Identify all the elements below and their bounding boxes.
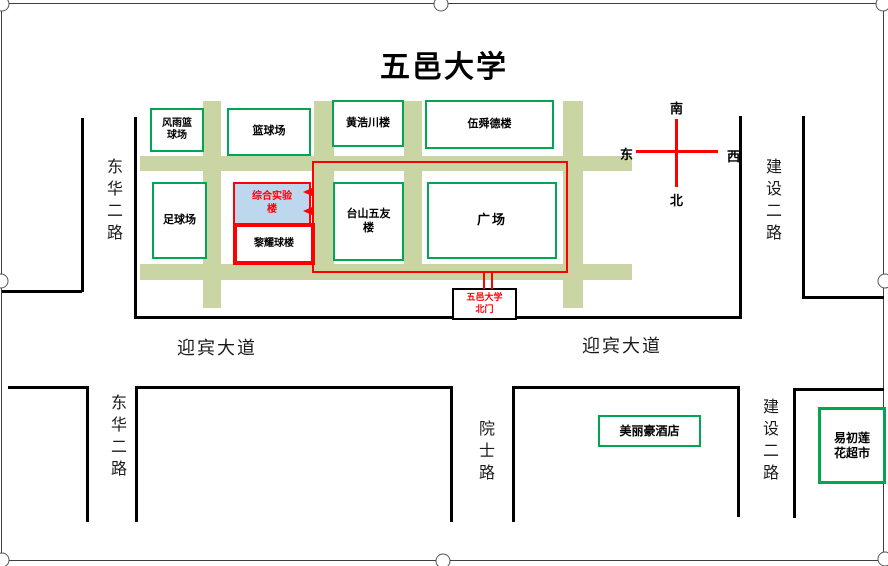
route-line-south [312,271,568,273]
map-title: 五邑大学 [380,51,508,84]
north-gate: 五邑大学 北门 [452,288,517,320]
campus-path-horizontal-north [140,156,632,171]
building-football-field: 足球场 [152,182,207,259]
building-li-yaoqiu: 黎耀球楼 [233,223,315,265]
campus-boundary-west [134,117,137,319]
block-outline [737,386,740,517]
road-line [81,118,84,292]
building-taishan-wuyou: 台山五友 楼 [333,182,404,261]
road-label-yingbin-east: 迎宾大道 [582,336,662,356]
campus-path-vertical-2 [314,101,334,280]
hotel-meilihao: 美丽豪酒店 [598,415,701,447]
selection-handle-top-right[interactable] [875,0,888,12]
building-basketball-court: 篮球场 [227,108,311,156]
compass-east-label: 东 [620,147,634,162]
campus-path-vertical-4 [563,101,583,308]
selection-handle-bottom-right[interactable] [877,551,888,566]
block-outline [8,386,88,389]
campus-path-vertical-1 [203,101,221,308]
route-gate-connector [483,272,485,289]
road-label-jianshe-lower: 建设二路 [760,398,777,486]
campus-boundary-south [134,316,742,319]
selection-handle-top-center[interactable] [433,0,449,12]
route-gate-connector [491,272,493,289]
building-experiment-highlighted: 综合实验 楼 [233,182,311,225]
selection-handle-bottom-left[interactable] [0,552,10,566]
road-label-yuanshi: 院士路 [476,420,493,486]
block-outline [512,386,515,522]
route-arrow-icon [303,188,312,196]
building-covered-basketball-court: 风雨篮 球场 [150,108,204,152]
compass-vertical-axis [675,119,678,187]
selection-handle-bottom-center[interactable] [435,553,451,566]
compass-north-label: 北 [670,193,684,208]
campus-path-vertical-3 [404,101,422,280]
road-label-donghua-upper: 东华二路 [104,158,121,246]
building-wu-shunde: 伍舜德楼 [425,100,554,149]
route-line-north [312,161,568,163]
road-line [802,296,884,299]
block-outline [135,386,452,389]
road-label-yingbin-west: 迎宾大道 [177,338,257,358]
block-outline [86,386,89,522]
road-label-jianshe-upper: 建设二路 [763,158,780,246]
route-line-west [312,161,314,273]
road-line [802,116,805,298]
block-outline [793,388,796,518]
building-huang-haochuan: 黄浩川楼 [332,100,404,147]
road-label-donghua-lower: 东华二路 [108,394,125,482]
selection-handle-middle-right[interactable] [877,273,888,289]
route-line-east [566,161,568,273]
road-line [2,290,82,293]
building-plaza: 广场 [427,182,557,259]
supermarket-lotus: 易初莲 花超市 [818,407,886,484]
compass-west-label: 西 [727,149,741,164]
block-outline [793,388,884,391]
block-outline [512,386,739,389]
compass-south-label: 南 [670,101,684,116]
block-outline [450,386,453,522]
block-outline [135,386,138,522]
campus-boundary-east [739,116,742,319]
route-arrow-icon [303,207,312,215]
